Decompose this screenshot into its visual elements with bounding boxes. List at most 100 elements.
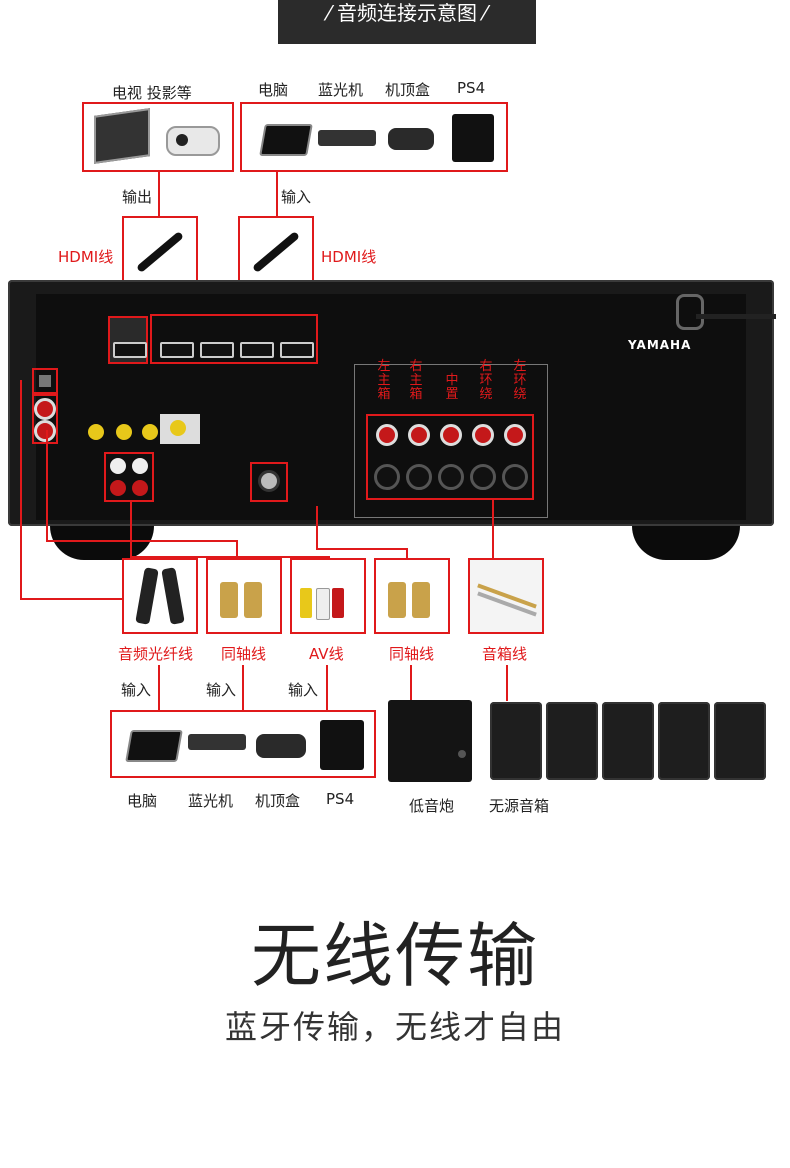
power-cable-icon	[676, 294, 704, 330]
coaxial-cable-image-1	[206, 558, 282, 634]
subwoofer-label: 低音炮	[409, 797, 455, 815]
section-header: ⁄ 音频连接示意图 ⁄	[278, 0, 536, 44]
settopbox-label-top: 机顶盒	[385, 81, 431, 99]
tv-projector-box	[82, 102, 234, 172]
ps4-icon	[452, 114, 494, 162]
speaker-label-center: 中置	[445, 373, 459, 402]
tv-projector-label: 电视 投影等	[112, 84, 192, 102]
hdmi-port-icon	[113, 342, 147, 358]
video-jack-icon	[142, 424, 158, 440]
coaxial-cable-label-2: 同轴线	[389, 645, 435, 663]
bluray-player-icon	[318, 130, 376, 146]
connector-line	[20, 598, 122, 600]
speaker-terminal-minus	[502, 464, 528, 490]
input-label-1: 输入	[121, 681, 152, 699]
bluray-label-bottom: 蓝光机	[188, 792, 234, 810]
passive-speaker-image	[658, 702, 710, 780]
connector-line	[158, 172, 160, 216]
hdmi-port-icon	[240, 342, 274, 358]
connector-line	[506, 665, 508, 701]
bluray-label-top: 蓝光机	[318, 81, 364, 99]
receiver-foot	[632, 526, 740, 560]
video-jack-icon	[116, 424, 132, 440]
tv-icon	[94, 108, 150, 164]
passive-speaker-image	[546, 702, 598, 780]
connector-line	[20, 380, 22, 600]
coaxial-input-ports	[32, 394, 58, 444]
speaker-terminal-minus	[374, 464, 400, 490]
connector-line	[236, 540, 238, 560]
optical-port-icon	[39, 375, 51, 387]
connector-line	[326, 665, 328, 711]
av-cable-label: AV线	[309, 645, 344, 663]
input-label-2: 输入	[206, 681, 237, 699]
connector-line	[46, 540, 236, 542]
hdmi-cable-right	[238, 216, 314, 290]
laptop-icon	[259, 124, 313, 156]
section-header-title: ⁄ 音频连接示意图 ⁄	[327, 1, 487, 25]
hdmi-cable-left	[122, 216, 198, 290]
rca-jack-icon	[132, 458, 148, 474]
speaker-terminal-minus	[438, 464, 464, 490]
hdmi-cable-icon	[251, 230, 301, 274]
hdmi-cable-label-left: HDMI线	[58, 248, 114, 266]
hdmi-port-icon	[280, 342, 314, 358]
video-jack-icon	[88, 424, 104, 440]
speaker-terminal-panel	[354, 364, 548, 518]
speaker-terminal-plus	[440, 424, 462, 446]
coax-jack-icon	[258, 470, 280, 492]
speaker-terminal-plus	[504, 424, 526, 446]
subwoofer-image	[388, 700, 472, 782]
av-receiver-back-panel: YAMAHA	[8, 280, 776, 526]
sources-box-top	[240, 102, 508, 172]
optical-cable-label: 音频光纤线	[118, 645, 194, 663]
speaker-terminal-minus	[406, 464, 432, 490]
passive-speaker-image	[602, 702, 654, 780]
input-label-3: 输入	[288, 681, 319, 699]
power-cable	[696, 314, 776, 319]
speaker-terminals	[366, 414, 534, 500]
speaker-label-front-right: 右主箱	[409, 359, 423, 402]
speaker-cable-image	[468, 558, 544, 634]
ps4-icon	[320, 720, 364, 770]
speaker-label-surround-right: 右环绕	[479, 359, 493, 402]
rca-jack-icon	[34, 420, 56, 442]
subwoofer-out-port	[250, 462, 288, 502]
hdmi-cable-icon	[135, 230, 185, 274]
output-label: 输出	[122, 188, 153, 206]
receiver-foot	[50, 526, 154, 560]
av-audio-ports	[104, 452, 154, 502]
speaker-terminal-minus	[470, 464, 496, 490]
feature-title: 无线传输	[251, 915, 539, 997]
connector-line	[406, 548, 408, 560]
hdmi-out-port	[108, 316, 148, 364]
ps4-label-top: PS4	[457, 79, 486, 97]
pc-label-top: 电脑	[258, 81, 289, 99]
speaker-label-front-left: 左主箱	[377, 359, 391, 402]
speaker-cable-label: 音箱线	[482, 645, 528, 663]
speaker-terminal-plus	[408, 424, 430, 446]
feature-subtitle: 蓝牙传输，无线才自由	[224, 1008, 565, 1046]
coaxial-cable-label-1: 同轴线	[221, 645, 267, 663]
connector-line	[46, 430, 48, 542]
av-cable-image	[290, 558, 366, 634]
passive-speaker-image	[490, 702, 542, 780]
connector-line	[316, 548, 406, 550]
rca-jack-icon	[110, 458, 126, 474]
connector-line	[242, 665, 244, 711]
monitor-out-port	[160, 414, 200, 444]
projector-icon	[166, 126, 220, 156]
settop-box-icon	[256, 734, 306, 758]
speaker-label-surround-left: 左环绕	[513, 359, 527, 402]
input-label-top: 输入	[281, 188, 312, 206]
speaker-terminal-plus	[376, 424, 398, 446]
rca-jack-icon	[110, 480, 126, 496]
laptop-icon	[125, 730, 183, 762]
hdmi-in-ports	[150, 314, 318, 364]
pc-label-bottom: 电脑	[127, 792, 158, 810]
coaxial-cable-image-2	[374, 558, 450, 634]
passive-speakers-label: 无源音箱	[489, 797, 550, 815]
optical-input-port	[32, 368, 58, 394]
settop-box-icon	[388, 128, 434, 150]
connector-line	[410, 665, 412, 701]
